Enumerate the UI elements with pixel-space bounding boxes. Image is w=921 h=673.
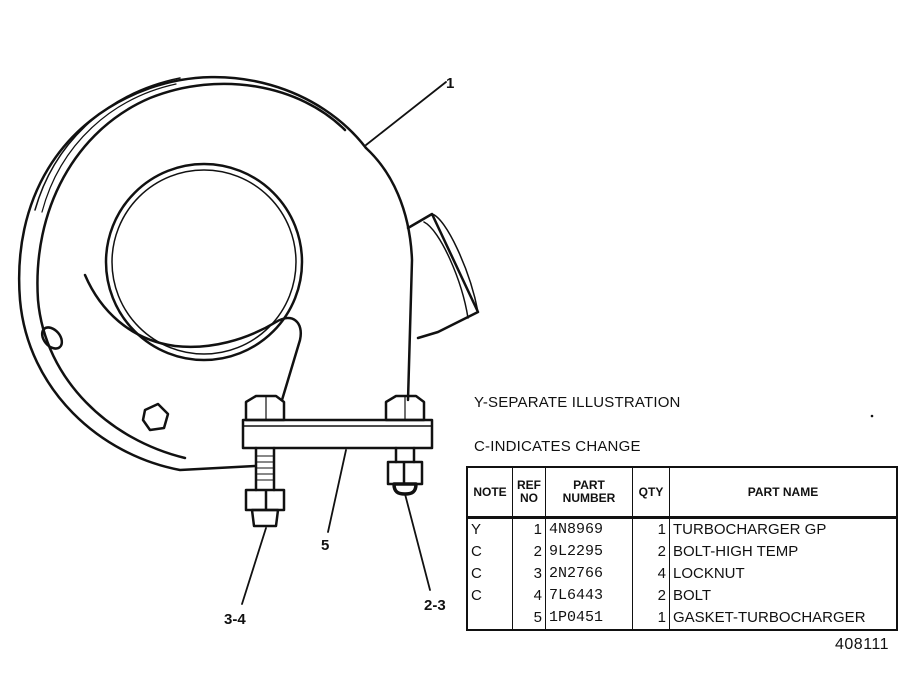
- housing-boss-left: [40, 326, 64, 350]
- housing-boss-lower: [141, 402, 170, 432]
- bolt-tip-left: [250, 508, 280, 528]
- header-ref-top: REF: [517, 478, 541, 492]
- row-note: C: [466, 585, 513, 607]
- table-header-row: NOTE REF NO PART NUMBER QTY PART NAME: [466, 466, 898, 518]
- callout-1: 1: [446, 75, 454, 92]
- table-row: 5 1P0451 1 GASKET-TURBOCHARGER: [466, 607, 898, 630]
- leader-line-1: [365, 81, 447, 146]
- leader-line-2-3: [404, 493, 431, 591]
- row-ref: 5: [512, 607, 546, 630]
- housing-tongue: [83, 273, 303, 402]
- row-qty: 1: [632, 607, 670, 630]
- header-part-bottom: NUMBER: [562, 491, 616, 505]
- leader-line-3-4: [241, 527, 267, 605]
- header-part-name: PART NAME: [669, 466, 898, 518]
- turbo-housing-outline: [17, 75, 368, 472]
- row-part-number: 2N2766: [545, 563, 633, 585]
- row-part-number: 1P0451: [545, 607, 633, 630]
- compressor-bore-outer: [104, 162, 304, 362]
- header-ref-no: REF NO: [512, 466, 546, 518]
- bolt-shank-right: [394, 446, 416, 464]
- turbo-housing-edge: [34, 77, 181, 211]
- row-ref: 2: [512, 541, 546, 563]
- locknut-right: [386, 460, 424, 486]
- bolt-shank-left: [254, 446, 276, 492]
- header-ref-bottom: NO: [520, 491, 538, 505]
- row-qty: 1: [632, 517, 670, 541]
- row-note: C: [466, 541, 513, 563]
- compressor-bore-inner: [111, 169, 297, 355]
- callout-5: 5: [321, 537, 329, 554]
- table-row: Y 1 4N8969 1 TURBOCHARGER GP: [466, 517, 898, 541]
- row-part-number: 9L2295: [545, 541, 633, 563]
- bolt-head-left: [244, 394, 286, 422]
- turbo-housing-inner-contour: [36, 82, 347, 460]
- row-part-name: BOLT: [669, 585, 898, 607]
- table-row: C 4 7L6443 2 BOLT: [466, 585, 898, 607]
- row-part-number: 7L6443: [545, 585, 633, 607]
- row-part-name: LOCKNUT: [669, 563, 898, 585]
- header-note: NOTE: [466, 466, 513, 518]
- row-ref: 3: [512, 563, 546, 585]
- leader-line-5: [327, 449, 347, 533]
- note-indicates-change: C-INDICATES CHANGE: [474, 438, 641, 455]
- table-row: C 3 2N2766 4 LOCKNUT: [466, 563, 898, 585]
- row-ref: 1: [512, 517, 546, 541]
- row-part-number: 4N8969: [545, 517, 633, 541]
- locknut-left: [244, 488, 286, 512]
- note-separate-illustration: Y-SEPARATE ILLUSTRATION: [474, 394, 681, 411]
- row-ref: 4: [512, 585, 546, 607]
- scan-speck: [870, 414, 874, 418]
- row-note: Y: [466, 517, 513, 541]
- turbo-housing-edge-2: [41, 83, 177, 213]
- gasket-flange: [241, 418, 434, 450]
- table-row: C 2 9L2295 2 BOLT-HIGH TEMP: [466, 541, 898, 563]
- row-part-name: GASKET-TURBOCHARGER: [669, 607, 898, 630]
- turbo-housing-right-wall: [364, 146, 414, 402]
- outlet-pipe-rim: [423, 213, 479, 319]
- callout-3-4: 3-4: [224, 611, 246, 628]
- bolt-thread-left: [255, 455, 275, 481]
- parts-table: NOTE REF NO PART NUMBER QTY PART NAME Y …: [466, 466, 898, 631]
- callout-2-3: 2-3: [424, 597, 446, 614]
- header-qty: QTY: [632, 466, 670, 518]
- bolt-tip-right: [392, 482, 418, 496]
- row-qty: 2: [632, 585, 670, 607]
- header-part-number: PART NUMBER: [545, 466, 633, 518]
- row-qty: 2: [632, 541, 670, 563]
- row-note: [466, 607, 513, 630]
- bolt-head-right: [384, 394, 426, 422]
- row-part-name: BOLT-HIGH TEMP: [669, 541, 898, 563]
- row-note: C: [466, 563, 513, 585]
- header-part-top: PART: [573, 478, 605, 492]
- row-part-name: TURBOCHARGER GP: [669, 517, 898, 541]
- figure-number: 408111: [835, 636, 890, 653]
- row-qty: 4: [632, 563, 670, 585]
- outlet-pipe: [406, 212, 480, 340]
